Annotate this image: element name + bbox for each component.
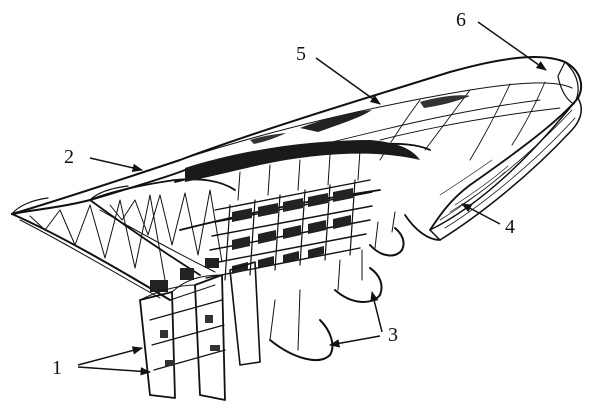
label-2: 2	[64, 146, 74, 168]
trailing-edge-flap	[429, 97, 582, 241]
callout-labels: 1 2 3 4 5 6	[52, 9, 515, 379]
leader-1a	[77, 346, 144, 366]
label-3: 3	[388, 324, 398, 346]
leader-5	[315, 57, 381, 105]
aft-ribs	[269, 211, 441, 361]
label-1: 1	[52, 357, 62, 379]
root-fittings	[139, 258, 261, 401]
leader-3a	[370, 290, 383, 333]
leader-lines	[77, 21, 547, 376]
label-4: 4	[505, 216, 515, 238]
leader-6	[477, 21, 547, 71]
leader-1b	[77, 366, 152, 376]
label-6: 6	[456, 9, 466, 31]
leader-3b	[328, 335, 381, 348]
leader-4	[461, 203, 501, 225]
leader-2	[89, 157, 144, 172]
label-5: 5	[296, 43, 306, 65]
root-ribs	[11, 169, 236, 301]
